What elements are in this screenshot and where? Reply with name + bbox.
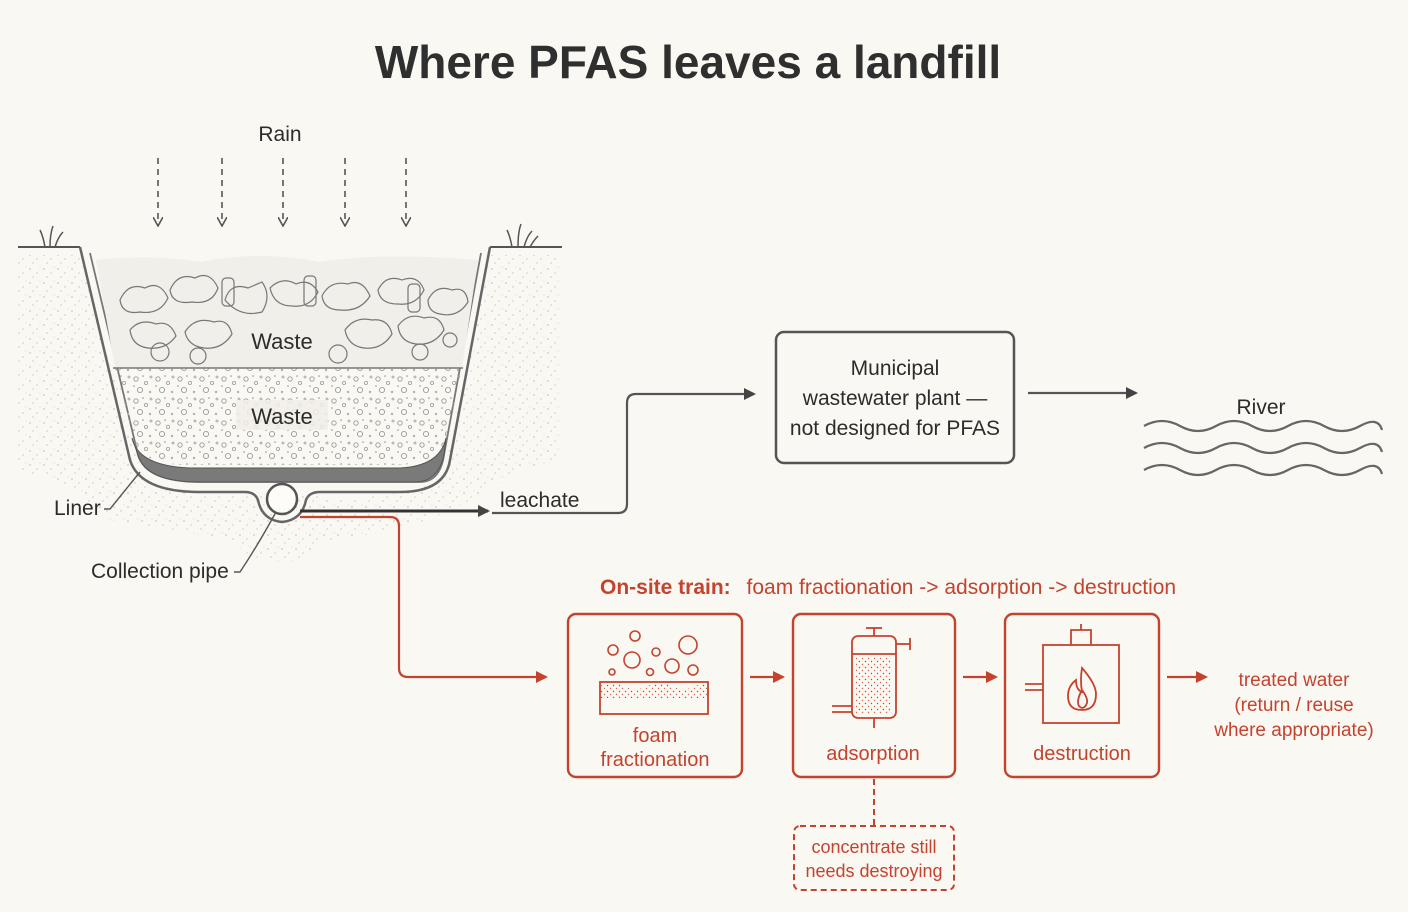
rain-arrows [158, 158, 406, 225]
pipe-leader-line [234, 511, 277, 573]
column-icon [832, 627, 911, 728]
train-heading-bold: On-site train: [600, 576, 731, 599]
destruction-label: destruction [1033, 743, 1131, 765]
landfill-cross-section: Waste Waste [18, 223, 562, 563]
rain-label: Rain [258, 123, 301, 146]
leachate-to-train-arrow [300, 515, 548, 683]
liner-leader-line [104, 471, 141, 510]
plant-label-line3: not designed for PFAS [790, 417, 1000, 440]
page-title: Where PFAS leaves a landfill [375, 36, 1001, 88]
liner-label: Liner [54, 497, 101, 520]
waste-bags-icon [119, 275, 469, 365]
concentrate-note-line2: needs destroying [805, 861, 942, 881]
bubbles-icon [599, 630, 709, 715]
river-label: River [1236, 396, 1285, 419]
grass-left-icon [39, 225, 64, 248]
concentrate-note-line1: concentrate still [811, 837, 936, 857]
wastewater-plant-box [774, 330, 1016, 465]
concentrate-note-box [793, 825, 955, 891]
grass-right-icon [506, 223, 539, 248]
plant-label-line1: Municipal [851, 357, 940, 380]
river-waves-icon [1143, 419, 1384, 477]
plant-label-line2: wastewater plant — [802, 387, 987, 410]
foam-label-line1: foam [633, 725, 677, 747]
collection-pipe-label: Collection pipe [91, 560, 229, 583]
output-label-line3: where appropriate) [1213, 720, 1373, 741]
leachate-label: leachate [500, 489, 579, 512]
train-heading: On-site train: foam fractionation -> ads… [600, 576, 1176, 599]
foam-label-line2: fractionation [601, 749, 710, 771]
train-heading-rest: foam fractionation -> adsorption -> dest… [747, 576, 1177, 599]
waste-bottom-label: Waste [251, 404, 313, 429]
flame-icon [1025, 624, 1120, 724]
output-label-line2: (return / reuse [1234, 695, 1353, 716]
leachate-to-plant-arrow [492, 388, 756, 515]
waste-top-label: Waste [251, 329, 313, 354]
output-label-line1: treated water [1239, 670, 1351, 691]
adsorption-label: adsorption [826, 743, 919, 765]
collection-pipe [265, 482, 299, 516]
